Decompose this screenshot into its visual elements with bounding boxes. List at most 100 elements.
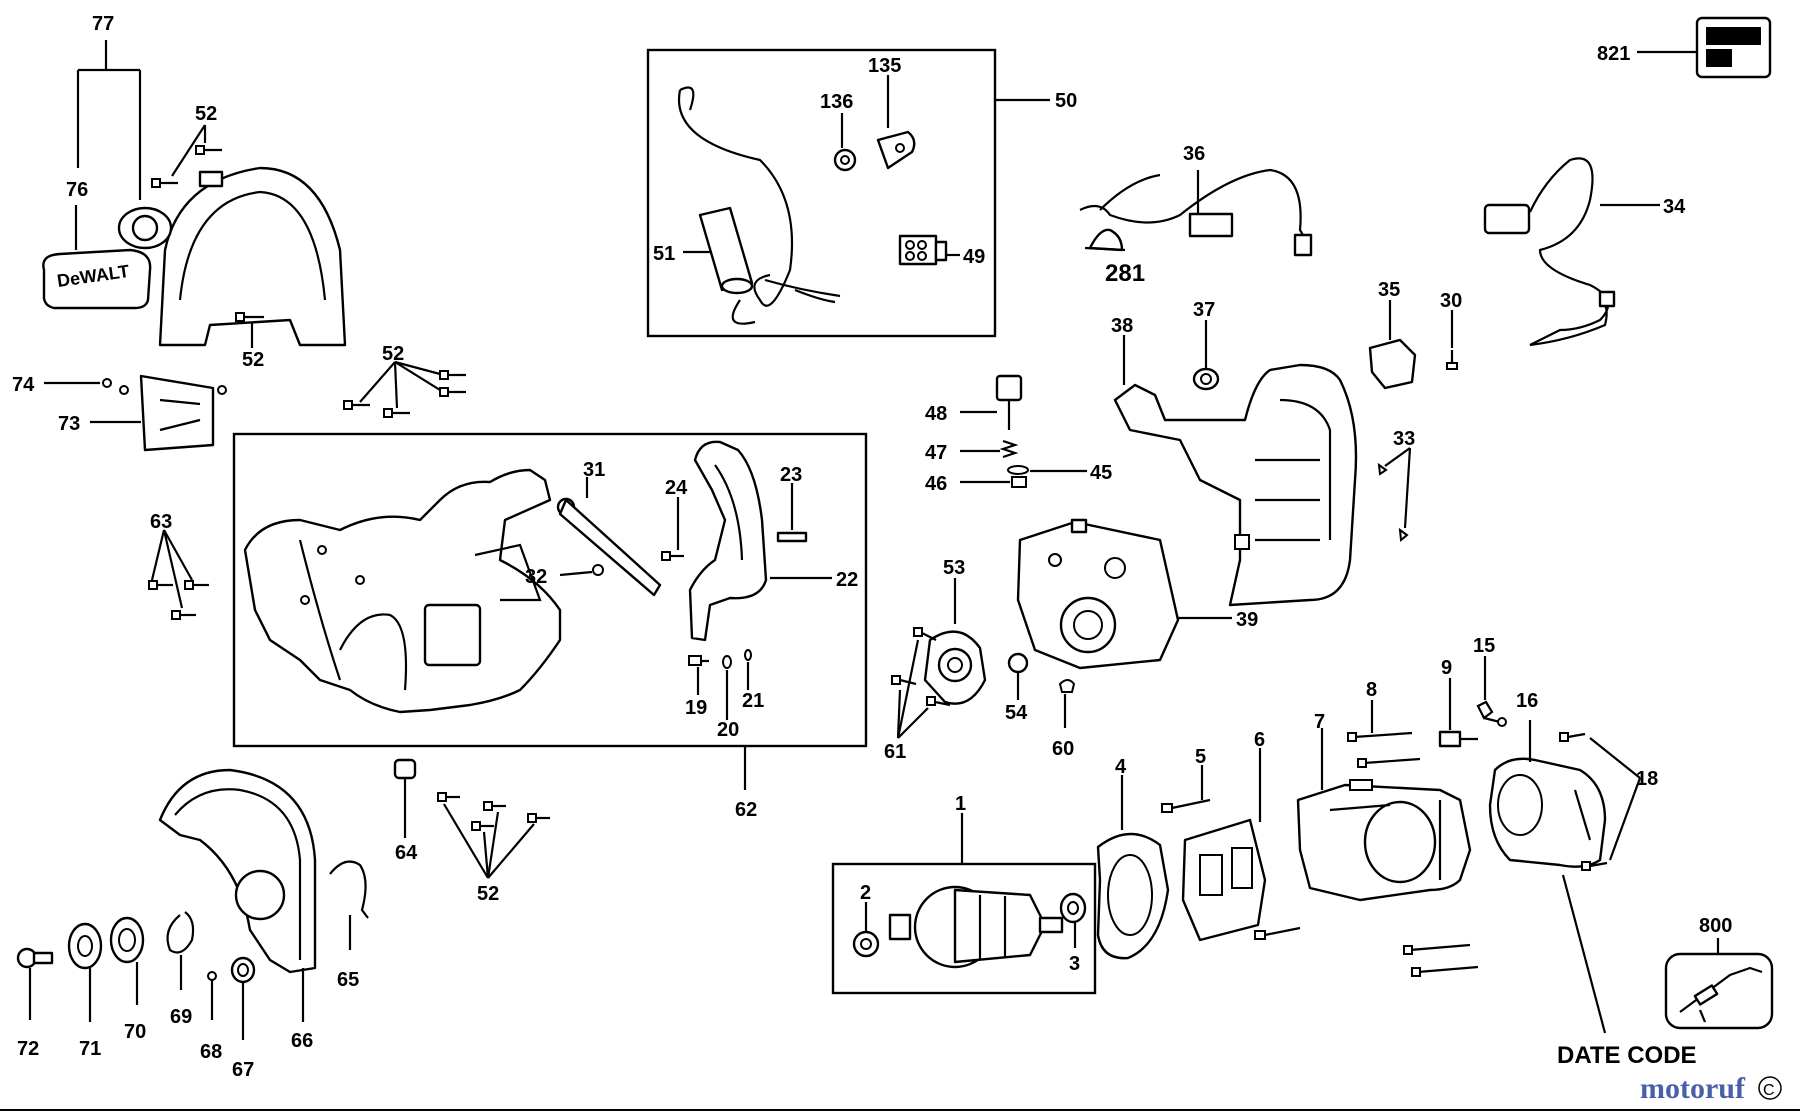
part-52-screw-set[interactable] bbox=[343, 370, 466, 418]
part-36-switch-harness[interactable] bbox=[1079, 168, 1313, 257]
part-2-bearing[interactable] bbox=[852, 930, 880, 958]
part-61-screw-set[interactable] bbox=[891, 627, 951, 707]
callout-24: 24 bbox=[665, 477, 688, 499]
callout-54: 54 bbox=[1005, 702, 1028, 724]
part-33-pin[interactable] bbox=[1377, 462, 1409, 542]
part-20-washer[interactable] bbox=[722, 655, 732, 669]
part-18-screw[interactable] bbox=[1559, 732, 1608, 871]
callout-45: 45 bbox=[1090, 462, 1112, 484]
part-32-washer[interactable] bbox=[592, 564, 604, 576]
part-37-bushing[interactable] bbox=[1192, 367, 1220, 391]
part-77-upper-guard[interactable] bbox=[117, 166, 347, 347]
part-5-screw[interactable] bbox=[1161, 798, 1301, 940]
callout-2: 2 bbox=[860, 882, 871, 904]
part-67-bushing[interactable] bbox=[230, 956, 256, 984]
part-68-washer[interactable] bbox=[207, 971, 217, 981]
callout-52-a: 52 bbox=[195, 103, 217, 125]
part-31-link[interactable] bbox=[556, 497, 662, 597]
part-54-nut[interactable] bbox=[1007, 652, 1029, 674]
callout-71: 71 bbox=[79, 1038, 101, 1060]
part-821-label-icon[interactable] bbox=[1695, 16, 1772, 79]
part-74-washer[interactable] bbox=[102, 378, 227, 395]
part-15-brush-spring[interactable] bbox=[1476, 700, 1507, 727]
part-6-field[interactable] bbox=[1181, 818, 1267, 942]
callout-36: 36 bbox=[1183, 143, 1205, 165]
callout-821: 821 bbox=[1597, 43, 1630, 65]
part-34-main-harness[interactable] bbox=[1483, 157, 1616, 347]
part-3-bearing[interactable] bbox=[1059, 892, 1087, 924]
part-8-long-screw[interactable] bbox=[1347, 731, 1479, 977]
part-64-bumper[interactable] bbox=[393, 758, 417, 780]
callout-1: 1 bbox=[955, 793, 966, 815]
part-16-end-cap[interactable] bbox=[1488, 757, 1607, 868]
callout-60: 60 bbox=[1052, 738, 1074, 760]
kit-1-box bbox=[831, 862, 1097, 995]
part-65-spring[interactable] bbox=[329, 860, 369, 919]
part-50-wire-harness[interactable] bbox=[677, 86, 841, 325]
part-22-handle-cover[interactable] bbox=[688, 440, 768, 642]
part-21-washer[interactable] bbox=[744, 649, 752, 661]
callout-7: 7 bbox=[1314, 711, 1325, 733]
part-19-screw[interactable] bbox=[688, 655, 709, 666]
callout-5: 5 bbox=[1195, 746, 1206, 768]
callout-3: 3 bbox=[1069, 953, 1080, 975]
kit-50-box bbox=[646, 48, 997, 338]
part-39-gear-case[interactable] bbox=[1016, 518, 1180, 670]
part-49-connector[interactable] bbox=[898, 234, 948, 266]
part-38-handle-housing[interactable] bbox=[1113, 363, 1358, 607]
part-281-boot[interactable] bbox=[1084, 228, 1126, 252]
part-7-motor-housing[interactable] bbox=[1296, 779, 1472, 902]
part-135-bracket[interactable] bbox=[876, 130, 916, 170]
part-52-screw-set-lower[interactable] bbox=[437, 792, 550, 831]
callout-63: 63 bbox=[150, 511, 172, 533]
callout-35: 35 bbox=[1378, 279, 1400, 301]
part-66-lower-guard[interactable] bbox=[158, 768, 317, 974]
part-1-armature[interactable] bbox=[888, 885, 1064, 969]
part-51-sleeve[interactable] bbox=[698, 206, 754, 295]
callout-20: 20 bbox=[717, 719, 739, 741]
callout-6: 6 bbox=[1254, 729, 1265, 751]
part-48-knob[interactable] bbox=[995, 374, 1023, 430]
callout-19: 19 bbox=[685, 697, 707, 719]
callout-68: 68 bbox=[200, 1041, 222, 1063]
callout-8: 8 bbox=[1366, 679, 1377, 701]
callout-70: 70 bbox=[124, 1021, 146, 1043]
part-4-baffle[interactable] bbox=[1096, 832, 1170, 960]
callout-52-d: 52 bbox=[477, 883, 499, 905]
part-45-washer[interactable] bbox=[1007, 465, 1029, 475]
part-23-pin[interactable] bbox=[776, 531, 808, 543]
callout-18: 18 bbox=[1636, 768, 1658, 790]
part-136-grommet[interactable] bbox=[833, 148, 857, 172]
part-71-inner-flange[interactable] bbox=[67, 922, 103, 970]
part-800-cord-kit[interactable] bbox=[1664, 952, 1774, 1030]
part-52-screw[interactable] bbox=[151, 145, 264, 322]
callout-16: 16 bbox=[1516, 690, 1538, 712]
callout-23: 23 bbox=[780, 464, 802, 486]
part-47-spring[interactable] bbox=[999, 439, 1019, 459]
part-30-screw[interactable] bbox=[1446, 350, 1458, 370]
part-53-bearing-plate[interactable] bbox=[923, 630, 987, 705]
part-73-bracket[interactable] bbox=[139, 374, 215, 452]
part-72-arbor-bolt[interactable] bbox=[16, 947, 54, 969]
callout-53: 53 bbox=[943, 557, 965, 579]
part-46-nut[interactable] bbox=[1011, 476, 1027, 488]
part-69-retaining-ring[interactable] bbox=[166, 911, 195, 954]
part-60-plug[interactable] bbox=[1058, 679, 1076, 693]
callout-66: 66 bbox=[291, 1030, 313, 1052]
part-35-switch[interactable] bbox=[1368, 338, 1417, 390]
callout-800: 800 bbox=[1699, 915, 1732, 937]
callout-30: 30 bbox=[1440, 290, 1462, 312]
part-70-outer-flange[interactable] bbox=[109, 916, 145, 964]
callout-15: 15 bbox=[1473, 635, 1495, 657]
callout-31: 31 bbox=[583, 459, 605, 481]
callout-37: 37 bbox=[1193, 299, 1215, 321]
part-76-guard-logo-plate[interactable]: DeWALT bbox=[42, 248, 152, 310]
callout-61: 61 bbox=[884, 741, 906, 763]
part-63-screw-set[interactable] bbox=[148, 580, 209, 620]
callout-38: 38 bbox=[1111, 315, 1133, 337]
part-24-screw[interactable] bbox=[661, 551, 684, 561]
part-62-motor-housing-kit[interactable] bbox=[243, 468, 562, 714]
part-9-brush[interactable] bbox=[1438, 730, 1478, 748]
callout-77: 77 bbox=[92, 13, 114, 35]
